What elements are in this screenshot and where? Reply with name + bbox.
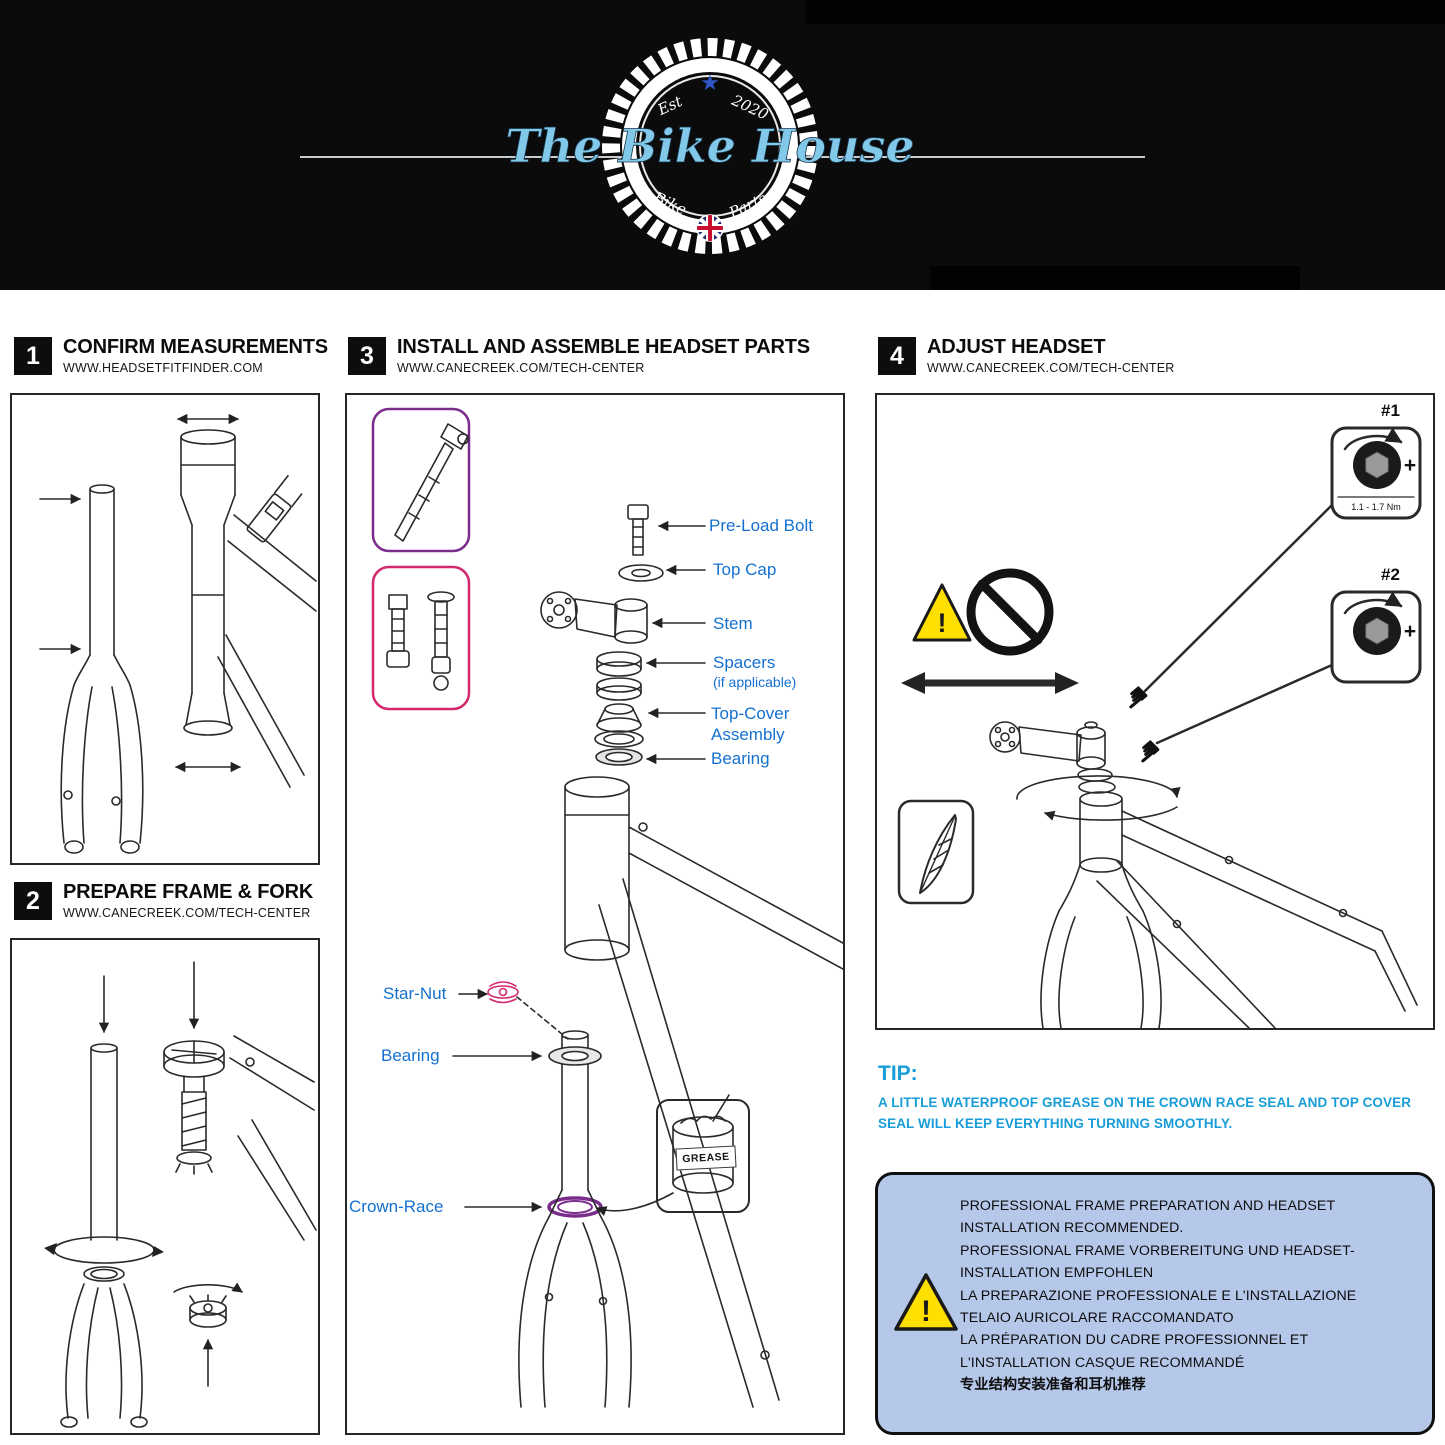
head-tube-frame-drawing	[564, 776, 843, 1408]
notice-line: INSTALLATION RECOMMENDED.	[960, 1220, 1184, 1237]
hex-tool-2-icon	[1330, 590, 1422, 684]
plus-sign-1: +	[1404, 454, 1416, 477]
section-3-header: 3 INSTALL AND ASSEMBLE HEADSET PARTS WWW…	[348, 337, 810, 375]
label-top-cover: Top-Cover	[711, 704, 790, 723]
plus-sign-2: +	[1404, 620, 1416, 643]
grease-can-label: GREASE	[675, 1145, 737, 1171]
warning-exclamation: !	[938, 608, 947, 638]
notice-line: LA PRÉPARATION DU CADRE PROFESSIONNEL ET	[960, 1332, 1309, 1349]
stem-drawing	[540, 591, 648, 644]
caliper-icon	[246, 474, 303, 543]
tip-title: TIP:	[878, 1062, 918, 1085]
section-4-url: WWW.CANECREEK.COM/TECH-CENTER	[927, 361, 1175, 375]
feather-icon	[897, 799, 975, 905]
notice-line: INSTALLATION EMPFOHLEN	[960, 1265, 1154, 1282]
tool-1-leader-line	[1143, 503, 1334, 693]
brand-name: The Bike House	[505, 119, 914, 173]
section-3-title: INSTALL AND ASSEMBLE HEADSET PARTS	[397, 336, 810, 358]
top-cover-drawing	[594, 703, 644, 748]
side-play-arrow	[901, 672, 1079, 694]
panel-adjust-headset: ! + + 1.1 - 1.7 Nm ☛ ☛ #1 #2	[875, 393, 1435, 1030]
notice-line: PROFESSIONAL FRAME PREPARATION AND HEADS…	[960, 1198, 1336, 1214]
frame-prep-diagram	[44, 961, 317, 1428]
label-bearing-lower: Bearing	[381, 1046, 440, 1065]
panel-install-assemble: Pre-Load Bolt Top Cap Stem Spacers (if a…	[345, 393, 845, 1435]
label-arrows	[645, 520, 706, 765]
label-star-nut: Star-Nut	[383, 984, 447, 1003]
section-2-header: 2 PREPARE FRAME & FORK WWW.CANECREEK.COM…	[14, 882, 313, 920]
warning-exclamation: !	[921, 1295, 931, 1328]
spacers-drawing	[596, 651, 642, 701]
hex-tool-1-icon	[1330, 426, 1422, 520]
head-tube-drawing	[174, 413, 317, 788]
label-crown-race: Crown-Race	[349, 1197, 444, 1216]
label-bearing: Bearing	[711, 749, 770, 768]
tool-2-leader-line	[1155, 663, 1334, 745]
notice-text: PROFESSIONAL FRAME PREPARATION AND HEADS…	[960, 1195, 1426, 1397]
pointing-hand-icon: ☛	[1114, 676, 1156, 719]
star-nut-part-drawing	[458, 981, 519, 1004]
bike-house-logo: ★ Est 2020 Bike Parts The Bike House	[505, 38, 915, 254]
panel-confirm-measurements	[10, 393, 320, 865]
measurement-diagram	[39, 413, 317, 854]
notice-line: PROFESSIONAL FRAME VORBEREITUNG UND HEAD…	[960, 1242, 1355, 1259]
fork-crown-race-drawing	[44, 975, 164, 1428]
section-1-url: WWW.HEADSETFITFINDER.COM	[63, 361, 263, 375]
brand-banner: ★ Est 2020 Bike Parts The Bike House	[0, 0, 1445, 290]
label-spacers-note: (if applicable)	[713, 674, 797, 690]
notice-line-cjk: 专业结构安装准备和耳机推荐	[960, 1377, 1146, 1394]
panel-prepare-frame-fork	[10, 938, 320, 1435]
pointing-hand-icon: ☛	[1126, 730, 1168, 773]
section-2-url: WWW.CANECREEK.COM/TECH-CENTER	[63, 906, 311, 920]
banner-strip	[930, 266, 1300, 290]
banner-strip	[805, 0, 1445, 24]
no-hammer-icon	[966, 568, 1054, 656]
section-4-header: 4 ADJUST HEADSET WWW.CANECREEK.COM/TECH-…	[878, 337, 1174, 375]
slide-hammer-tool-box	[371, 407, 471, 553]
stem-headset-drawing	[989, 721, 1418, 1028]
star-nut-drawing	[173, 1282, 243, 1387]
star-nut-tool-drawing	[163, 961, 225, 1175]
notice-line: TELAIO AURICOLARE RACCOMANDATO	[960, 1310, 1234, 1327]
notice-line: L'INSTALLATION CASQUE RECOMMANDÉ	[960, 1354, 1245, 1371]
tip-body: A LITTLE WATERPROOF GREASE ON THE CROWN …	[878, 1095, 1412, 1131]
fork-drawing	[39, 484, 144, 854]
section-3-url: WWW.CANECREEK.COM/TECH-CENTER	[397, 361, 645, 375]
uk-flag-icon	[696, 214, 724, 242]
alignment-dashed-line	[516, 996, 569, 1040]
star-icon: ★	[700, 70, 720, 95]
notice-line: LA PREPARAZIONE PROFESSIONALE E L'INSTAL…	[960, 1287, 1357, 1304]
section-4-title: ADJUST HEADSET	[927, 336, 1106, 358]
chainring-icon	[602, 38, 818, 254]
professional-installation-notice: ! PROFESSIONAL FRAME PREPARATION AND HEA…	[875, 1172, 1435, 1435]
label-spacers: Spacers	[713, 653, 776, 672]
torque-spec: 1.1 - 1.7 Nm	[1351, 502, 1401, 512]
section-2-title: PREPARE FRAME & FORK	[63, 881, 314, 903]
upper-bearing-drawing	[595, 748, 643, 766]
warning-triangle-icon	[912, 583, 972, 642]
section-1-header: 1 CONFIRM MEASUREMENTS WWW.HEADSETFITFIN…	[14, 337, 328, 375]
section-1-number: 1	[14, 337, 52, 375]
section-3-number: 3	[348, 337, 386, 375]
adjust-headset-diagram: ! + + 1.1 - 1.7 Nm ☛ ☛	[897, 426, 1422, 1028]
top-cap-drawing	[618, 564, 664, 582]
warning-triangle-icon: !	[894, 1273, 958, 1331]
label-stem: Stem	[713, 614, 753, 633]
exploded-headset-diagram	[371, 407, 843, 1408]
fork-lower-drawing	[452, 1030, 632, 1408]
section-1-title: CONFIRM MEASUREMENTS	[63, 336, 328, 358]
press-tool-box	[371, 565, 471, 711]
label-assembly: Assembly	[711, 725, 785, 744]
label-pre-load-bolt: Pre-Load Bolt	[709, 516, 813, 535]
tool-2-label: #2	[1381, 565, 1400, 584]
tool-1-label: #1	[1381, 401, 1400, 420]
section-2-number: 2	[14, 882, 52, 920]
preload-bolt-drawing	[627, 504, 649, 556]
frame-hint-drawing	[229, 1035, 317, 1241]
section-4-number: 4	[878, 337, 916, 375]
label-top-cap: Top Cap	[713, 560, 777, 579]
